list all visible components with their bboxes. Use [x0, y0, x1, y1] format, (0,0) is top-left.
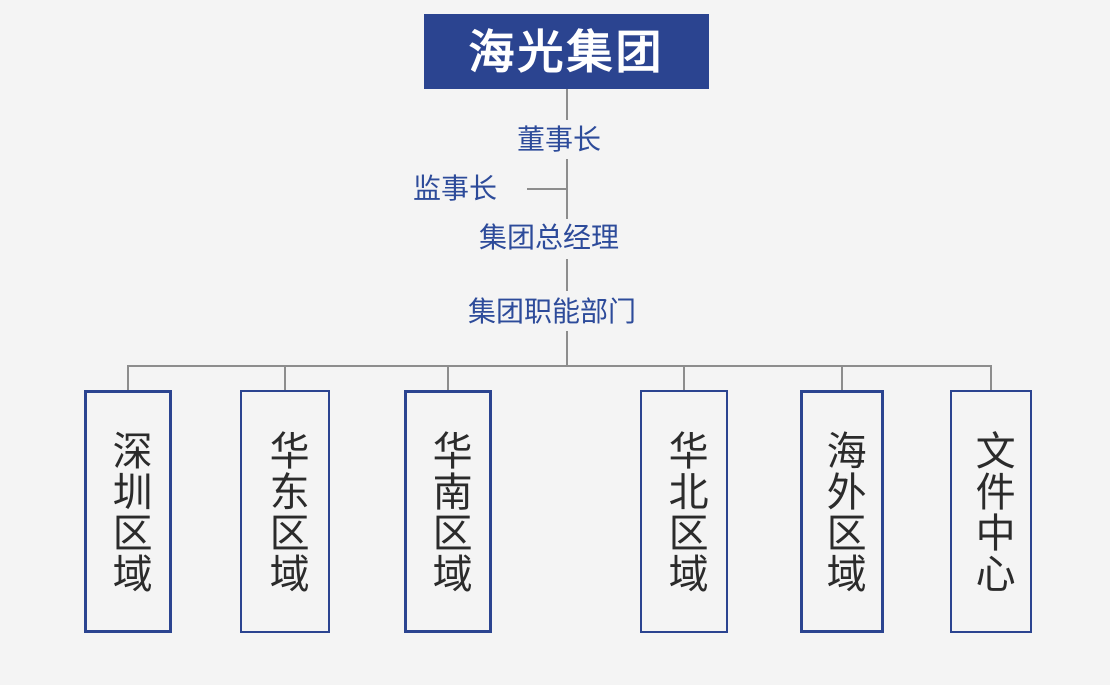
connector-bus-to-shenzhen-region	[127, 365, 129, 390]
leaf-node-label: 海外区域	[819, 429, 866, 594]
root-node-label: 海光集团	[468, 24, 665, 79]
leaf-node-east-region[interactable]: 华东区域	[240, 390, 330, 633]
connector-root-to-chairman	[566, 89, 568, 120]
node-chairman[interactable]: 董事长	[517, 123, 602, 156]
connector-bus-to-overseas-region	[841, 365, 843, 390]
root-node-haiguang-group[interactable]: 海光集团	[424, 14, 709, 89]
connector-horizontal-bus	[128, 365, 992, 367]
connector-functional-depts-to-bus	[566, 331, 568, 366]
leaf-node-label: 文件中心	[968, 429, 1015, 594]
connector-supervisor-stub	[527, 188, 567, 190]
leaf-node-south-region[interactable]: 华南区域	[404, 390, 492, 633]
leaf-node-label: 深圳区域	[105, 429, 152, 594]
leaf-node-label: 华北区域	[661, 429, 708, 594]
leaf-node-document-center[interactable]: 文件中心	[950, 390, 1032, 633]
connector-general-manager-to-functional-depts	[566, 259, 568, 291]
leaf-node-north-region[interactable]: 华北区域	[640, 390, 728, 633]
connector-bus-to-north-region	[683, 365, 685, 390]
leaf-node-shenzhen-region[interactable]: 深圳区域	[84, 390, 172, 633]
node-chief-supervisor[interactable]: 监事长	[413, 172, 498, 205]
node-general-manager[interactable]: 集团总经理	[479, 221, 620, 254]
connector-bus-to-east-region	[284, 365, 286, 390]
connector-chairman-to-general-manager	[566, 159, 568, 219]
leaf-node-label: 华南区域	[425, 429, 472, 594]
node-functional-departments[interactable]: 集团职能部门	[468, 295, 637, 328]
connector-bus-to-south-region	[447, 365, 449, 390]
leaf-node-overseas-region[interactable]: 海外区域	[800, 390, 884, 633]
connector-bus-to-document-center	[990, 365, 992, 390]
leaf-node-label: 华东区域	[262, 429, 309, 594]
